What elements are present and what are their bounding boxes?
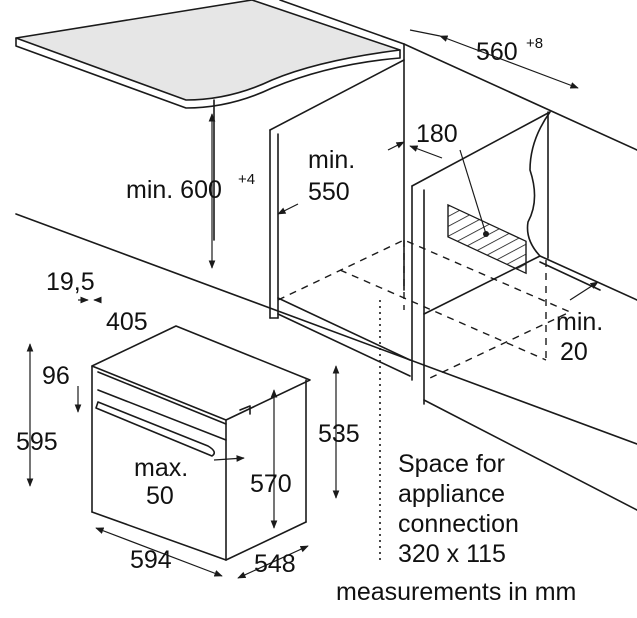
cutout-dashed xyxy=(277,239,572,560)
label-depth-96: 96 xyxy=(42,362,70,390)
dimension-arrows xyxy=(26,29,599,579)
label-min-550-prefix: min. xyxy=(308,146,355,174)
label-height-535: 535 xyxy=(318,420,360,448)
label-depth-550: 550 xyxy=(308,178,350,206)
label-depth-405: 405 xyxy=(106,308,148,336)
label-space-line2: appliance xyxy=(398,480,505,508)
label-units: measurements in mm xyxy=(336,578,576,606)
label-offset-19-5: 19,5 xyxy=(46,268,95,296)
label-max-prefix: max. xyxy=(134,454,188,482)
cabinet xyxy=(213,59,637,511)
label-depth-548: 548 xyxy=(254,550,296,578)
countertop xyxy=(15,0,401,109)
label-width-594: 594 xyxy=(130,546,172,574)
label-depth-180: 180 xyxy=(416,120,458,148)
connection-area-hatch xyxy=(447,203,527,275)
label-height-595: 595 xyxy=(16,428,58,456)
label-max-50: 50 xyxy=(146,482,174,510)
oven xyxy=(91,325,311,561)
label-width-cutout-sup: +8 xyxy=(526,35,543,52)
label-space-line1: Space for xyxy=(398,450,505,478)
label-height-570: 570 xyxy=(250,470,292,498)
label-height-600-sup: +4 xyxy=(238,171,255,188)
label-height-600: min. 600 xyxy=(126,176,222,204)
floor-line xyxy=(15,213,637,445)
label-space-line4: 320 x 115 xyxy=(398,540,506,568)
label-gap-min: min. xyxy=(556,308,603,336)
label-gap-20: 20 xyxy=(560,338,588,366)
label-width-cutout: 560 xyxy=(476,38,518,66)
label-space-line3: connection xyxy=(398,510,519,538)
